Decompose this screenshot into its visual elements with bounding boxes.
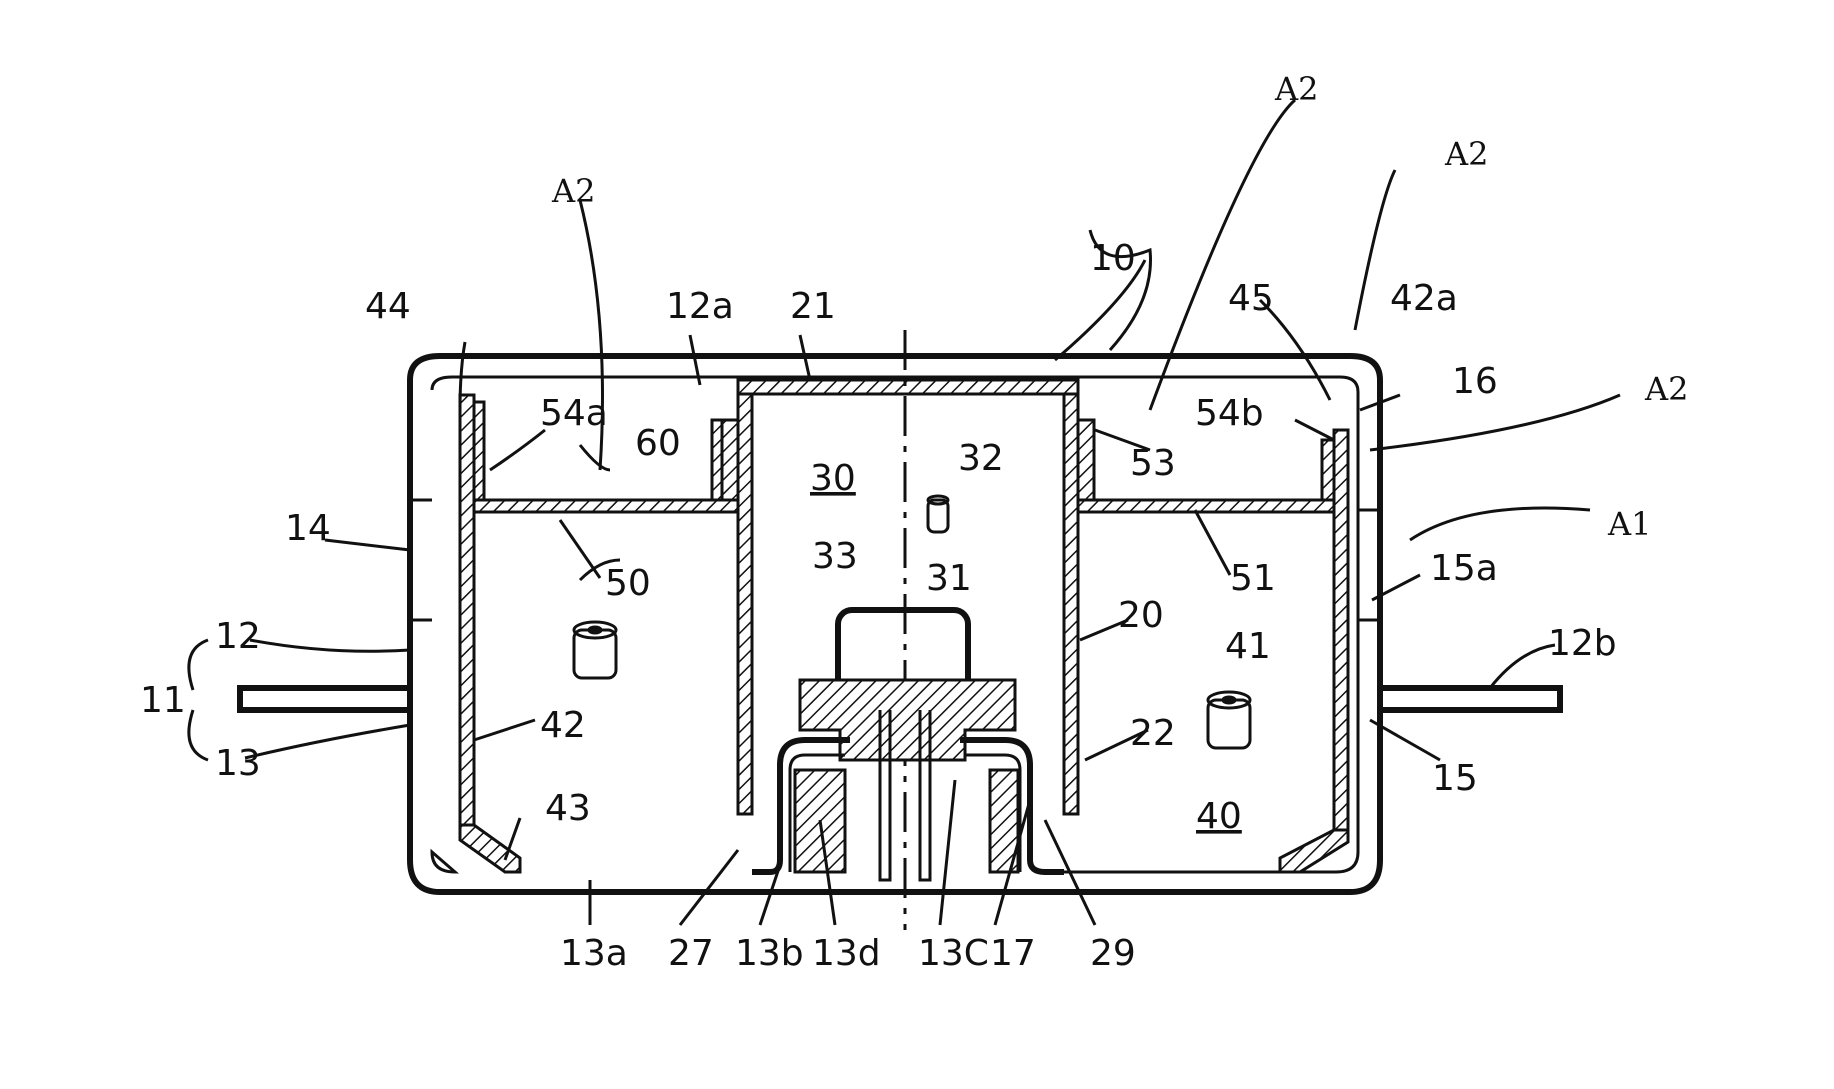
label-27: 27 xyxy=(668,933,714,974)
label-41: 41 xyxy=(1225,626,1271,667)
label-13d: 13d xyxy=(812,933,881,974)
label-42a: 42a xyxy=(1390,278,1458,319)
standoff-60 xyxy=(712,420,722,500)
standoff-54b xyxy=(1322,440,1334,500)
label-20: 20 xyxy=(1118,595,1164,636)
label-a1: A1 xyxy=(1607,505,1651,543)
label-13c: 13C xyxy=(918,933,989,974)
right-wall-42a xyxy=(1334,430,1348,830)
label-a2-right1: A2 xyxy=(1444,135,1488,173)
left-wall-42 xyxy=(460,395,474,825)
label-13: 13 xyxy=(215,743,261,784)
central-right-wall xyxy=(1064,394,1078,814)
label-32: 32 xyxy=(958,438,1004,479)
label-17: 17 xyxy=(990,933,1036,974)
label-a2-top: A2 xyxy=(1274,70,1318,108)
top-cap-21 xyxy=(738,380,1078,394)
label-51: 51 xyxy=(1230,558,1276,599)
label-29: 29 xyxy=(1090,933,1136,974)
label-30: 30 xyxy=(810,458,856,499)
label-13b: 13b xyxy=(735,933,804,974)
label-60: 60 xyxy=(635,423,681,464)
label-15: 15 xyxy=(1432,758,1478,799)
right-corner xyxy=(1280,830,1348,872)
label-13a: 13a xyxy=(560,933,628,974)
plate-50 xyxy=(474,500,738,512)
label-45: 45 xyxy=(1228,278,1274,319)
label-12a: 12a xyxy=(666,286,734,327)
central-left-wall xyxy=(738,394,752,814)
label-42: 42 xyxy=(540,705,586,746)
label-16: 16 xyxy=(1452,361,1498,402)
left-flange xyxy=(240,688,410,710)
label-15a: 15a xyxy=(1430,548,1498,589)
right-fin-53 xyxy=(1078,420,1094,500)
label-10: 10 xyxy=(1090,238,1136,279)
label-54a: 54a xyxy=(540,393,608,434)
right-flange xyxy=(1380,688,1560,710)
label-22: 22 xyxy=(1130,713,1176,754)
label-21: 21 xyxy=(790,286,836,327)
label-12: 12 xyxy=(215,616,261,657)
left-fin-53a xyxy=(722,420,738,500)
label-43: 43 xyxy=(545,788,591,829)
label-40: 40 xyxy=(1196,796,1242,837)
base-hatch xyxy=(800,680,1015,760)
pin-32 xyxy=(928,496,948,532)
label-14: 14 xyxy=(285,508,331,549)
left-corner-43 xyxy=(460,825,520,872)
label-33: 33 xyxy=(812,536,858,577)
cylinder-left xyxy=(574,622,616,678)
label-50: 50 xyxy=(605,563,651,604)
label-11: 11 xyxy=(140,680,186,721)
label-a2-left: A2 xyxy=(551,172,595,210)
label-44: 44 xyxy=(365,286,411,327)
label-53: 53 xyxy=(1130,443,1176,484)
label-54b: 54b xyxy=(1195,393,1264,434)
label-a2-right2: A2 xyxy=(1644,370,1688,408)
standoff-54a xyxy=(474,402,484,500)
cylinder-41 xyxy=(1208,692,1250,748)
label-12b: 12b xyxy=(1548,623,1617,664)
label-31: 31 xyxy=(926,558,972,599)
plate-51 xyxy=(1078,500,1334,512)
